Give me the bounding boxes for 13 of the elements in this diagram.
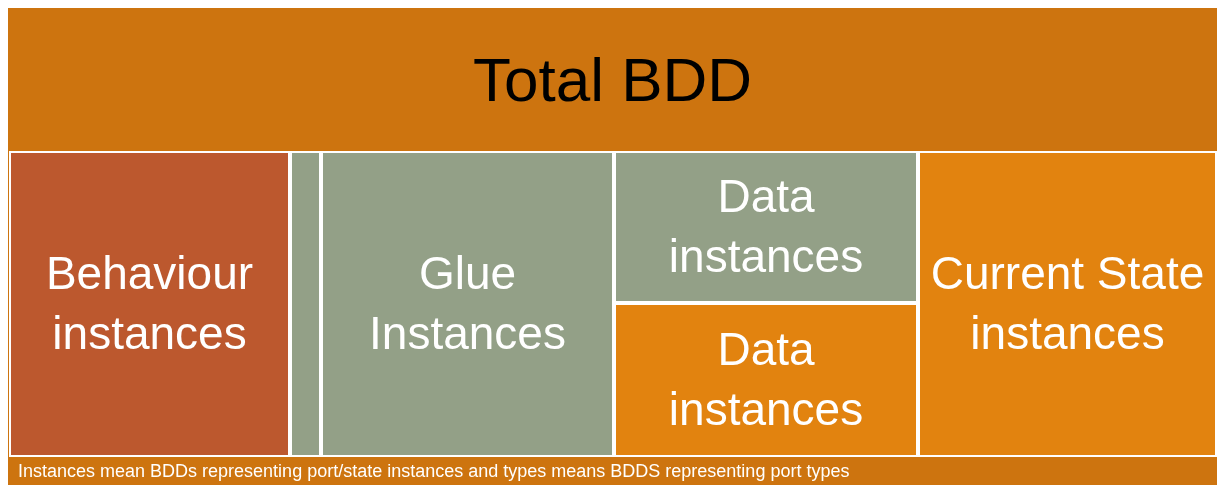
box-label: Glue Instances: [368, 246, 567, 361]
footnote-text: Instances mean BDDs representing port/state instances and types means BDDS representing port types: [18, 462, 850, 480]
category-box: [321, 151, 614, 457]
box-label: Data instances: [667, 322, 865, 437]
container-box: [8, 8, 1217, 485]
category-box: [614, 151, 918, 303]
category-box: [614, 303, 918, 457]
category-box: [918, 151, 1217, 457]
title-text: Total BDD: [472, 48, 753, 111]
box-label: Current State instances: [929, 246, 1206, 361]
category-box: [9, 151, 290, 457]
box-label: Behaviour instances: [44, 246, 255, 361]
box-label: Data instances: [667, 169, 865, 284]
